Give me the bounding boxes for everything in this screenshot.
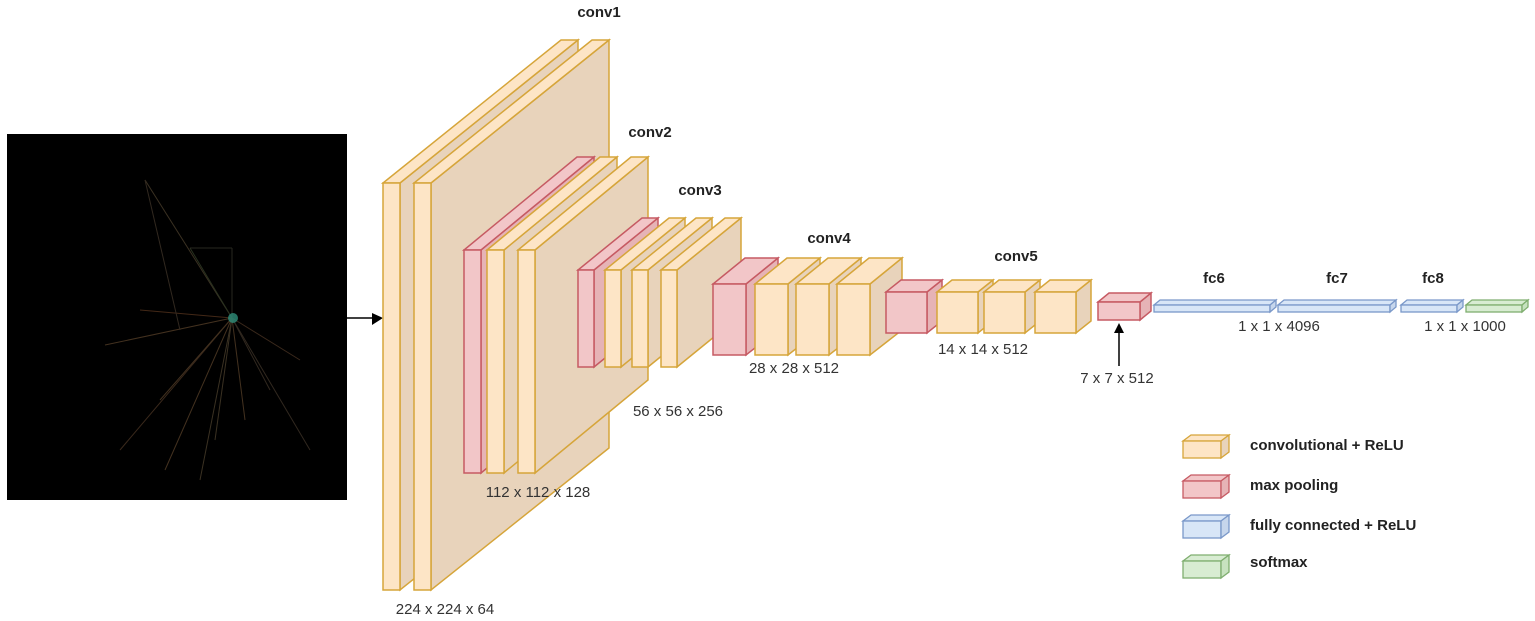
dim-label-conv1: 224 x 224 x 64 [396,601,494,618]
layer-label-conv2: conv2 [628,124,671,141]
legend-label-pool: max pooling [1250,477,1338,494]
layer-label-conv1: conv1 [577,4,620,21]
input-arrow [347,313,383,325]
fc8-block [1399,298,1465,314]
legend: convolutional + ReLU max pooling fully c… [1181,433,1416,580]
legend-swatch-pool [1181,473,1231,500]
legend-swatch-fc [1181,513,1231,540]
dim-label-conv5: 14 x 14 x 512 [938,341,1028,358]
legend-label-softmax: softmax [1250,554,1308,571]
legend-label-conv: convolutional + ReLU [1250,437,1404,454]
conv5-block-c [1032,278,1094,335]
pool5-block [1095,291,1154,322]
layer-label-conv5: conv5 [994,248,1037,265]
layer-label-conv4: conv4 [807,230,851,247]
fc6-block [1152,298,1278,314]
legend-swatch-conv [1181,433,1231,460]
conv5-block-b [981,278,1043,335]
dim-label-pool5: 7 x 7 x 512 [1080,370,1153,387]
softmax-block [1464,298,1530,314]
fc7-block [1276,298,1398,314]
dim-label-fc8: 1 x 1 x 1000 [1424,318,1506,335]
pool4-block [883,278,945,335]
input-image [7,134,347,500]
legend-swatch-softmax [1181,553,1231,580]
dim-label-fc67: 1 x 1 x 4096 [1238,318,1320,335]
dim-label-conv4: 28 x 28 x 512 [749,360,839,377]
dim-label-conv3: 56 x 56 x 256 [633,403,723,420]
layer-label-fc7: fc7 [1326,270,1348,287]
layer-label-fc6: fc6 [1203,270,1225,287]
dim-label-conv2: 112 x 112 x 128 [486,484,591,501]
layer-label-conv3: conv3 [678,182,721,199]
conv3-block-c [658,216,744,369]
legend-label-fc: fully connected + ReLU [1250,517,1416,534]
layer-label-fc8: fc8 [1422,270,1444,287]
pool5-pointer-arrow [1114,323,1124,366]
